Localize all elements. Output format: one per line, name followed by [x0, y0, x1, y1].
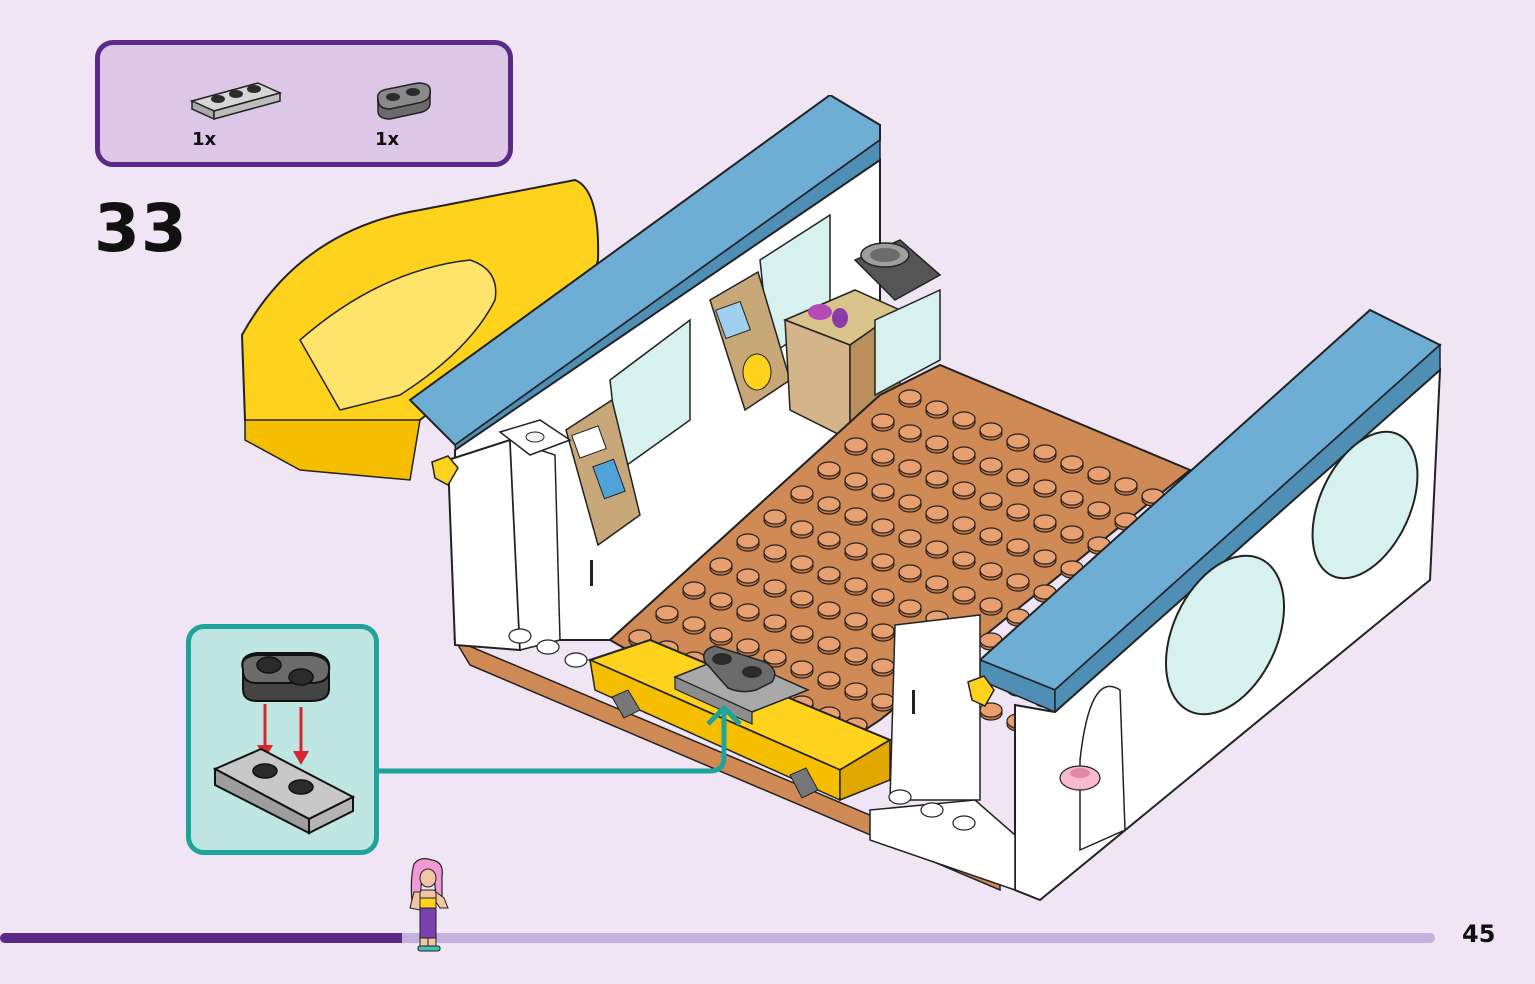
floor-stud-top	[790, 485, 814, 501]
floor-stud-top	[1006, 433, 1030, 449]
floor-stud-top	[1006, 503, 1030, 519]
floor-stud-top	[871, 588, 895, 604]
floor-stud-top	[817, 601, 841, 617]
floor-stud-top	[898, 459, 922, 475]
floor-stud-top	[763, 544, 787, 560]
page-number: 45	[1462, 920, 1496, 948]
floor-stud-top	[1033, 514, 1057, 530]
floor-stud-top	[709, 592, 733, 608]
floor-stud-top	[844, 472, 868, 488]
floor-stud-top	[871, 448, 895, 464]
floor-stud-top	[871, 413, 895, 429]
floor-stud-top	[1114, 477, 1138, 493]
floor-stud-top	[898, 564, 922, 580]
floor-stud-top	[952, 586, 976, 602]
floor-stud-top	[844, 542, 868, 558]
floor-stud-top	[979, 597, 1003, 613]
floor-stud-top	[952, 481, 976, 497]
floor-stud-top	[1033, 444, 1057, 460]
floor-stud-top	[979, 562, 1003, 578]
floor-stud-top	[898, 494, 922, 510]
floor-stud-top	[1033, 549, 1057, 565]
floor-stud-top	[655, 605, 679, 621]
floor-stud-top	[736, 603, 760, 619]
floor-stud-top	[844, 507, 868, 523]
floor-stud-top	[898, 599, 922, 615]
floor-stud-top	[898, 389, 922, 405]
model-illustration	[240, 95, 1442, 902]
sub-assembly-callout	[186, 624, 379, 855]
floor-stud-top	[817, 636, 841, 652]
floor-stud-top	[763, 649, 787, 665]
floor-stud-top	[763, 509, 787, 525]
floor-stud-top	[682, 581, 706, 597]
floor-stud-top	[925, 435, 949, 451]
floor-stud-top	[1087, 501, 1111, 517]
floor-stud-top	[709, 627, 733, 643]
floor-stud-top	[790, 520, 814, 536]
floor-stud-top	[844, 612, 868, 628]
floor-stud-top	[925, 470, 949, 486]
floor-stud-top	[898, 424, 922, 440]
progress-bar	[0, 933, 1435, 943]
plate-1x3-light-gray-icon	[189, 82, 283, 121]
minifigure-progress-marker-icon	[409, 858, 449, 952]
progress-bar-fill	[0, 933, 402, 943]
floor-stud-top	[736, 638, 760, 654]
floor-stud-top	[1060, 455, 1084, 471]
floor-stud-top	[763, 579, 787, 595]
floor-stud-top	[817, 461, 841, 477]
floor-stud-top	[952, 446, 976, 462]
floor-stud-top	[844, 682, 868, 698]
floor-stud-top	[817, 566, 841, 582]
floor-stud-top	[979, 457, 1003, 473]
floor-stud-top	[790, 590, 814, 606]
floor-stud-top	[736, 568, 760, 584]
floor-stud-top	[898, 529, 922, 545]
floor-stud-top	[925, 505, 949, 521]
floor-stud-top	[1060, 525, 1084, 541]
floor-stud-top	[709, 557, 733, 573]
floor-stud-top	[871, 518, 895, 534]
floor-stud-top	[1060, 490, 1084, 506]
part-quantity: 1x	[375, 129, 400, 150]
floor-stud-top	[871, 483, 895, 499]
floor-stud-top	[682, 616, 706, 632]
floor-stud-top	[1006, 573, 1030, 589]
floor-stud-top	[925, 575, 949, 591]
floor-stud-top	[952, 516, 976, 532]
floor-stud-top	[925, 400, 949, 416]
floor-stud-top	[871, 553, 895, 569]
floor-stud-top	[1033, 479, 1057, 495]
floor-stud-top	[790, 555, 814, 571]
plate-stacking-diagram	[212, 652, 356, 835]
floor-stud-top	[844, 577, 868, 593]
step-number: 33	[94, 190, 188, 267]
floor-stud-top	[817, 531, 841, 547]
floor-stud-top	[817, 496, 841, 512]
floor-stud-top	[844, 647, 868, 663]
floor-stud-top	[979, 527, 1003, 543]
floor-stud-top	[979, 492, 1003, 508]
floor-stud-top	[952, 551, 976, 567]
floor-stud-top	[1006, 468, 1030, 484]
floor-stud-top	[979, 422, 1003, 438]
floor-stud-top	[736, 533, 760, 549]
floor-stud-top	[952, 411, 976, 427]
part-quantity: 1x	[192, 129, 217, 150]
floor-stud-top	[790, 625, 814, 641]
floor-stud-top	[844, 437, 868, 453]
plate-rounded-1x2-dark-gray-icon	[376, 82, 431, 120]
floor-stud-top	[925, 540, 949, 556]
floor-stud-top	[817, 671, 841, 687]
floor-stud-top	[1087, 466, 1111, 482]
floor-stud-top	[1006, 538, 1030, 554]
floor-stud-top	[871, 623, 895, 639]
parts-list-box: 1x 1x	[95, 40, 513, 167]
floor-stud-top	[790, 660, 814, 676]
floor-stud-top	[763, 614, 787, 630]
